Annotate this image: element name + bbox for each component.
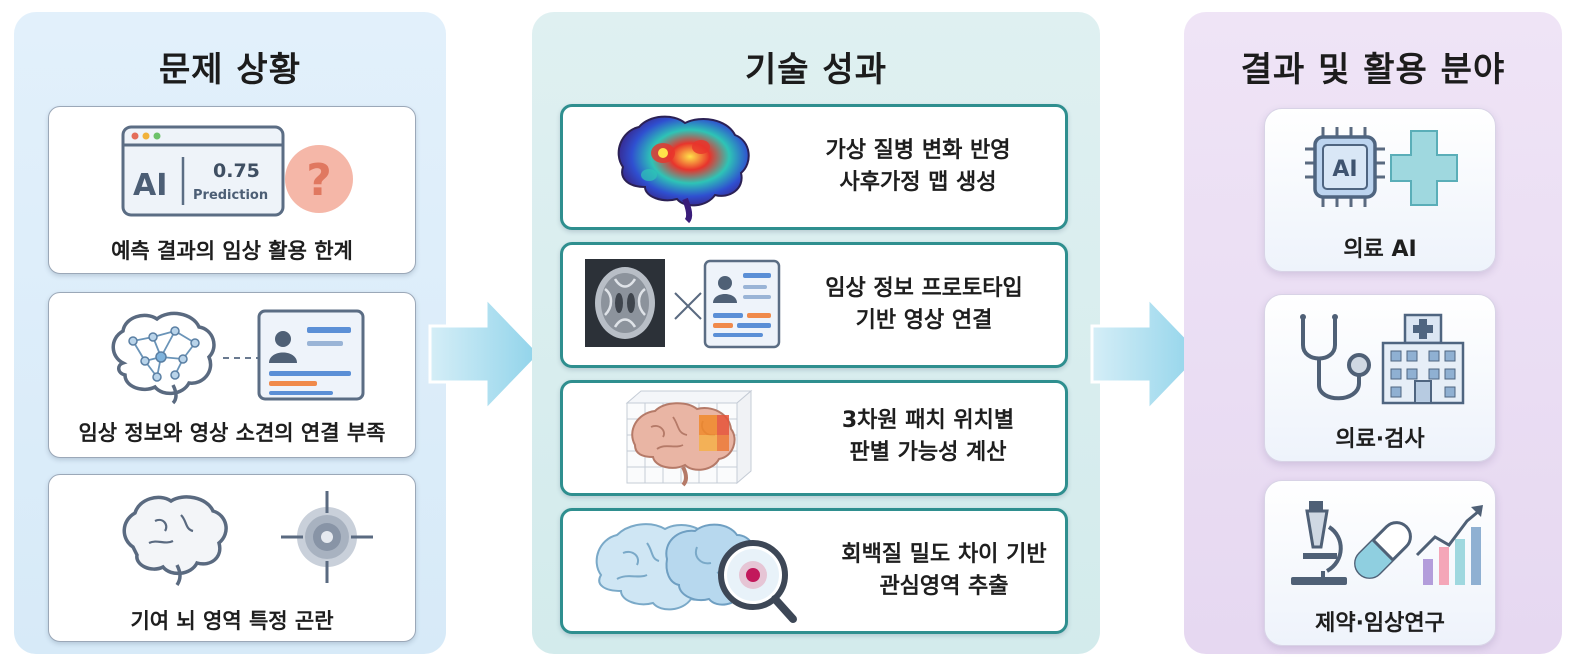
brain-outline-icon (122, 495, 228, 586)
brain-3d-grid-icon (625, 389, 753, 487)
tech-card-prototype: 임상 정보 프로토타입 기반 영상 연결 (560, 242, 1068, 368)
tech-panel-title: 기술 성과 (745, 50, 887, 90)
capsule-icon (1354, 521, 1412, 579)
problem-caption-2: 임상 정보와 영상 소견의 연결 부족 (78, 421, 386, 445)
problem-card-region-difficulty: 기여 뇌 영역 특정 곤란 (48, 474, 416, 642)
brain-heatmap-icon (617, 115, 750, 224)
tech-card-3-line1: 3차원 패치 위치별 (841, 408, 1015, 433)
result-caption-1: 의료 AI (1343, 237, 1417, 262)
tech-card-roi: 회백질 밀도 차이 기반 관심영역 추출 (560, 508, 1068, 634)
mri-scan-icon (585, 259, 665, 347)
result-panel-title: 결과 및 활용 분야 (1240, 50, 1506, 90)
prediction-score: 0.75 (213, 160, 260, 182)
result-panel: 결과 및 활용 분야 AI 의료 AI (1184, 12, 1562, 654)
svg-text:?: ? (306, 155, 332, 206)
tech-card-2-text: 임상 정보 프로토타입 기반 영상 연결 (789, 273, 1059, 337)
problem-card-link-gap: 임상 정보와 영상 소견의 연결 부족 (48, 292, 416, 458)
tech-card-1-line2: 사후가정 맵 생성 (839, 170, 997, 195)
tech-panel: 기술 성과 가상 질병 변화 반영 사후가정 맵 생성 (532, 12, 1100, 654)
microscope-icon (1291, 501, 1347, 585)
tech-card-3-text: 3차원 패치 위치별 판별 가능성 계산 (793, 405, 1063, 469)
tech-card-4-line1: 회백질 밀도 차이 기반 (841, 542, 1047, 567)
prediction-label: Prediction (193, 188, 268, 203)
svg-text:AI: AI (1332, 157, 1357, 182)
problem-caption-1: 예측 결과의 임상 활용 한계 (111, 239, 353, 263)
problem-panel-title: 문제 상황 (159, 50, 301, 90)
result-caption-2: 의료·검사 (1335, 427, 1425, 452)
result-caption-3: 제약·임상연구 (1315, 611, 1445, 636)
tech-card-2-line2: 기반 영상 연결 (855, 308, 993, 333)
cross-link-icon (674, 292, 702, 320)
tech-card-counterfactual: 가상 질병 변화 반영 사후가정 맵 생성 (560, 104, 1068, 230)
tech-card-patch: 3차원 패치 위치별 판별 가능성 계산 (560, 380, 1068, 496)
problem-panel: 문제 상황 AI 0.75 Prediction ? 예측 결과의 임상 활용 … (14, 12, 446, 654)
brain-magnifier-icon (595, 523, 797, 623)
growth-chart-icon (1415, 505, 1483, 585)
flow-arrow-1 (428, 294, 543, 414)
result-card-medical-ai: AI 의료 AI (1264, 108, 1496, 272)
problem-card-prediction-limit: AI 0.75 Prediction ? 예측 결과의 임상 활용 한계 (48, 106, 416, 274)
question-mark-icon: ? (285, 145, 353, 213)
hospital-icon (1381, 313, 1465, 405)
flow-arrow-2 (1090, 294, 1205, 414)
target-crosshair-icon (281, 491, 373, 583)
tech-card-4-line2: 관심영역 추출 (879, 574, 1009, 599)
ai-chip-icon: AI (1305, 127, 1385, 207)
tech-card-3-line2: 판별 가능성 계산 (849, 440, 1007, 465)
tech-card-4-text: 회백질 밀도 차이 기반 관심영역 추출 (809, 539, 1079, 603)
tech-card-1-line1: 가상 질병 변화 반영 (825, 138, 1011, 163)
tech-card-1-text: 가상 질병 변화 반영 사후가정 맵 생성 (783, 135, 1053, 199)
ai-label: AI (133, 168, 167, 203)
ai-prediction-window-icon: AI 0.75 Prediction (121, 125, 285, 217)
dashed-connector (223, 357, 263, 359)
result-card-medical-test: 의료·검사 (1264, 294, 1496, 462)
tech-card-2-line1: 임상 정보 프로토타입 (825, 276, 1023, 301)
stethoscope-icon (1300, 314, 1371, 401)
result-card-pharma: 제약·임상연구 (1264, 480, 1496, 646)
brain-network-icon (111, 311, 216, 405)
medical-cross-icon (1390, 130, 1458, 206)
problem-caption-3: 기여 뇌 영역 특정 곤란 (130, 609, 334, 633)
patient-profile-card-icon (703, 259, 781, 349)
patient-profile-card-icon (257, 309, 365, 401)
